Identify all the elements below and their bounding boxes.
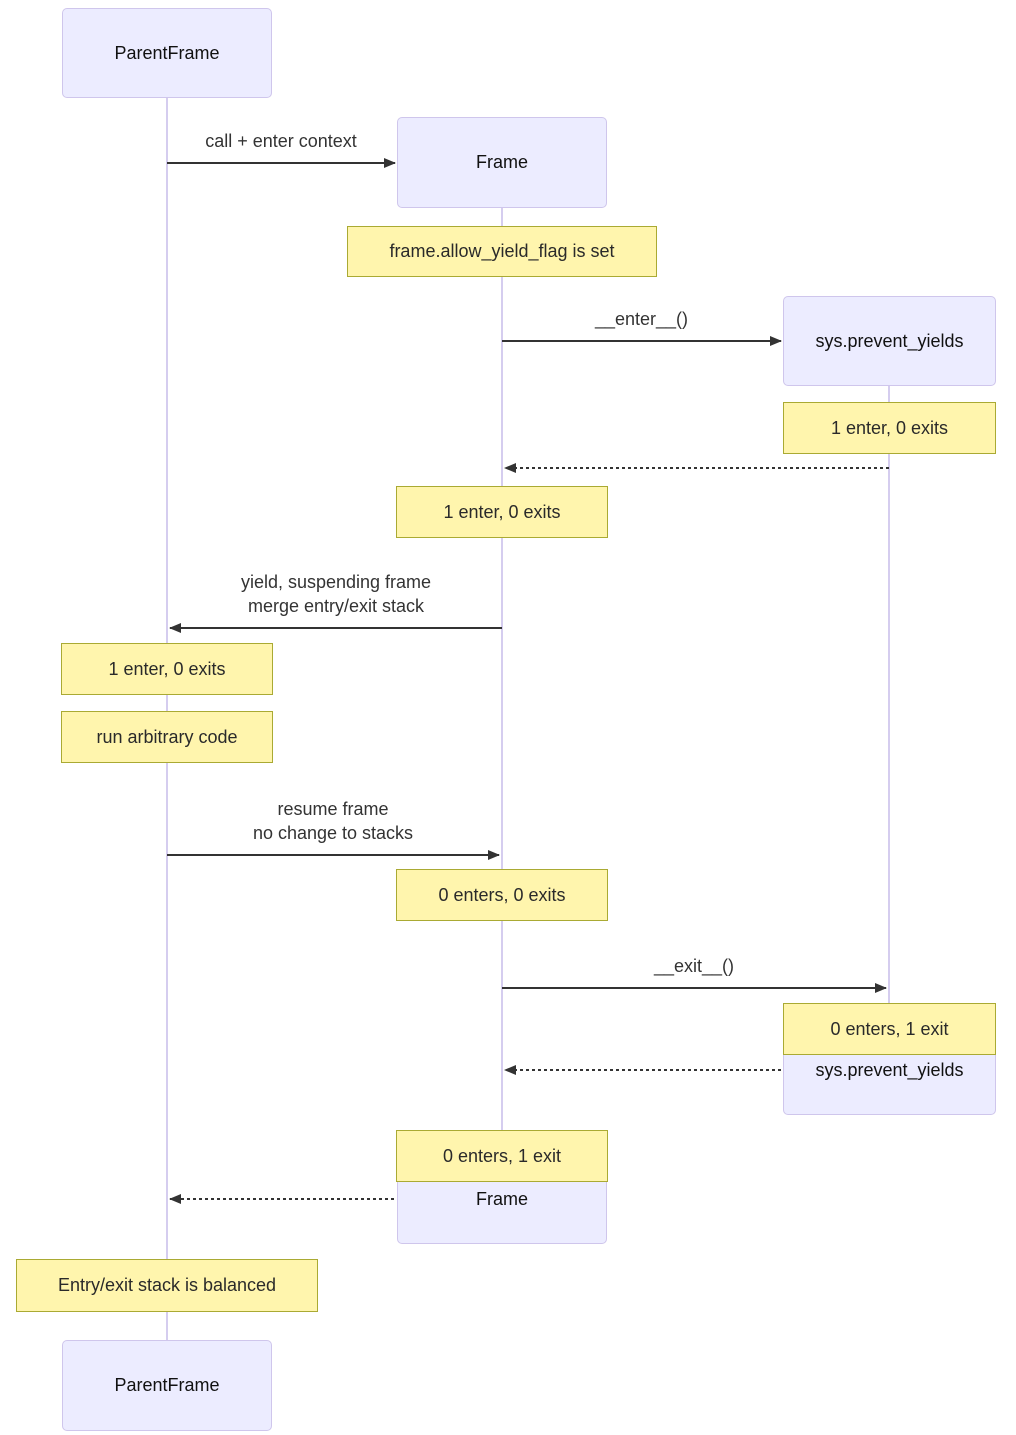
- note-8: Entry/exit stack is balanced: [16, 1259, 318, 1312]
- note-7: 0 enters, 1 exit: [396, 1130, 608, 1182]
- message-label-1: __enter__(): [595, 307, 688, 331]
- message-label-line: call + enter context: [205, 131, 357, 151]
- note-4: run arbitrary code: [61, 711, 273, 763]
- actor-box-parentframe-bottom: ParentFrame: [62, 1340, 272, 1431]
- note-0: frame.allow_yield_flag is set: [347, 226, 657, 277]
- message-label-4: resume frame no change to stacks: [253, 797, 413, 845]
- actor-label: ParentFrame: [114, 42, 220, 63]
- lifeline-sys-prevent-yields: [888, 386, 890, 1070]
- note-1: 1 enter, 0 exits: [783, 402, 996, 454]
- actor-box-parentframe-top: ParentFrame: [62, 8, 272, 98]
- note-text: Entry/exit stack is balanced: [57, 1275, 277, 1295]
- actor-label: sys.prevent_yields: [815, 330, 964, 351]
- message-label-3: yield, suspending frame merge entry/exit …: [241, 570, 431, 618]
- message-label-0: call + enter context: [205, 129, 357, 153]
- message-label-line: resume frame: [277, 799, 389, 819]
- note-text: 1 enter, 0 exits: [108, 658, 226, 679]
- note-text: 1 enter, 0 exits: [830, 417, 949, 438]
- message-label-line: no change to stacks: [252, 823, 414, 843]
- note-text: 0 enters, 1 exit: [830, 1018, 949, 1039]
- actor-box-frame-top: Frame: [397, 117, 607, 208]
- note-text: run arbitrary code: [96, 726, 238, 747]
- note-3: 1 enter, 0 exits: [61, 643, 273, 695]
- note-text: 0 enters, 0 exits: [438, 884, 566, 905]
- actor-label: ParentFrame: [114, 1375, 220, 1395]
- note-6: 0 enters, 1 exit: [783, 1003, 996, 1055]
- note-text: 1 enter, 0 exits: [443, 501, 561, 522]
- note-2: 1 enter, 0 exits: [396, 486, 608, 538]
- actor-label: sys.prevent_yields: [815, 1059, 964, 1080]
- message-label-line: __exit__(): [653, 956, 735, 976]
- message-label-line: yield, suspending frame: [240, 572, 432, 592]
- note-text: 0 enters, 1 exit: [442, 1145, 562, 1166]
- message-label-line: merge entry/exit stack: [247, 596, 425, 616]
- note-5: 0 enters, 0 exits: [396, 869, 608, 921]
- message-label-5: __exit__(): [654, 954, 734, 978]
- actor-label: Frame: [475, 1188, 528, 1209]
- lifeline-frame: [501, 208, 503, 1200]
- actor-label: Frame: [475, 152, 528, 172]
- actor-box-sys-prevent-yields-top: sys.prevent_yields: [783, 296, 996, 386]
- note-text: frame.allow_yield_flag is set: [389, 241, 615, 261]
- message-label-line: __enter__(): [594, 309, 689, 329]
